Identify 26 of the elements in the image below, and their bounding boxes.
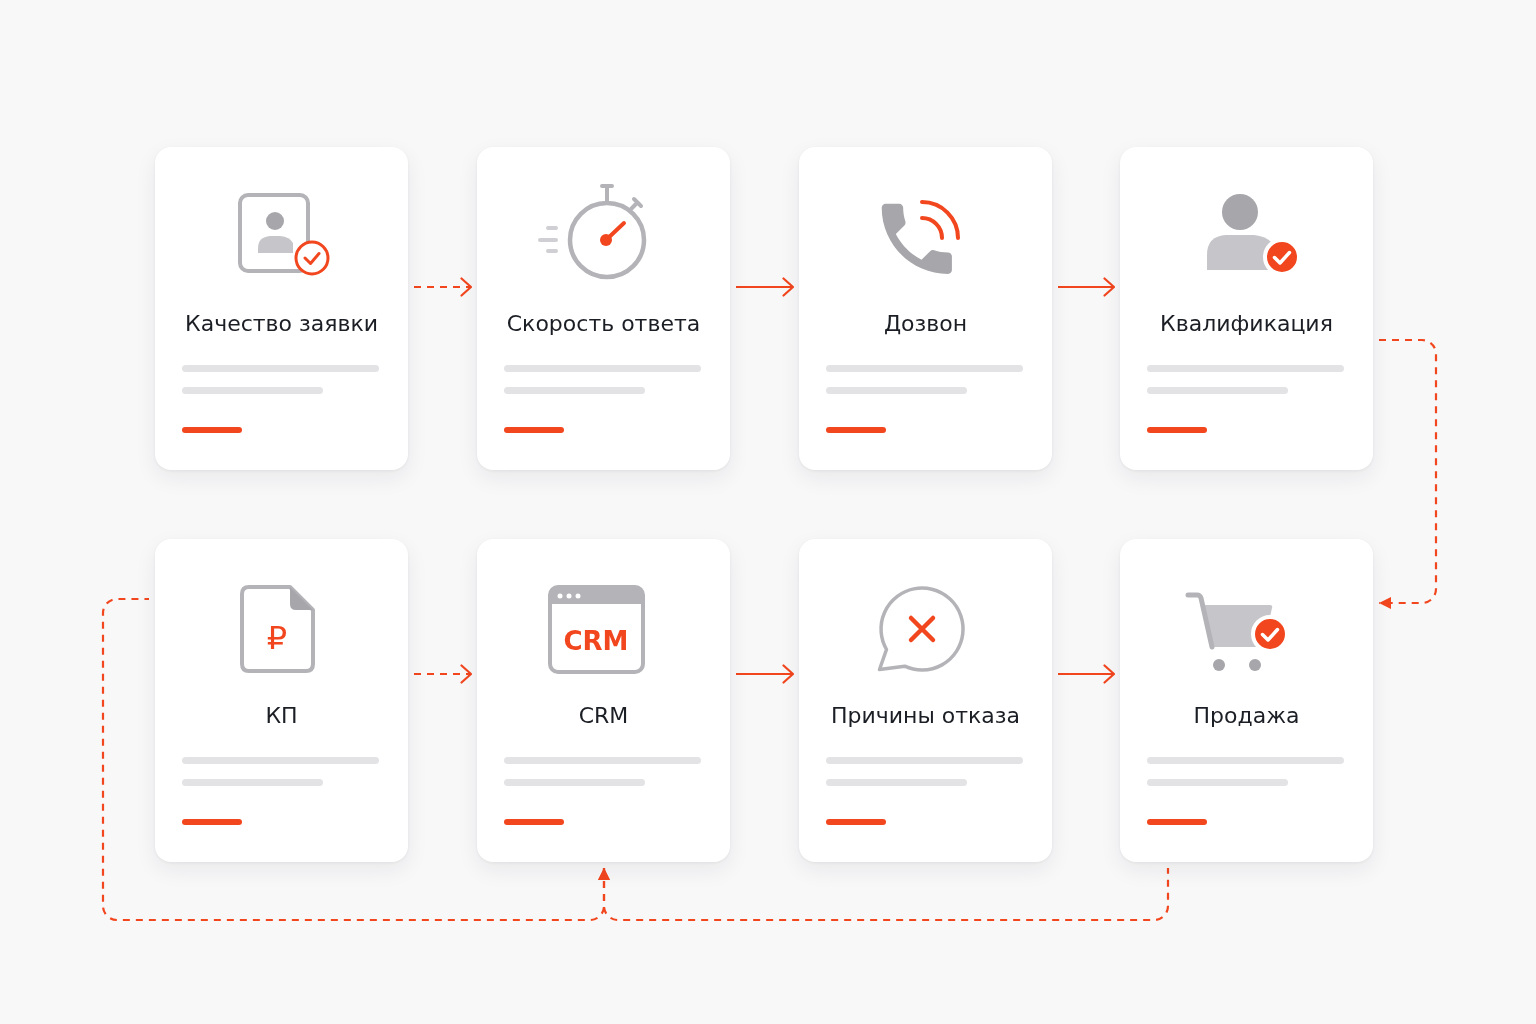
arrow (736, 664, 795, 684)
icon-label: ₽ (266, 622, 288, 654)
card-title: Качество заявки (185, 310, 378, 338)
step-card (799, 539, 1052, 862)
step-card (477, 147, 730, 470)
arrow (1058, 277, 1116, 297)
card-title: Дозвон (883, 310, 968, 338)
card-title: Квалификация (1160, 310, 1333, 338)
step-card (155, 147, 408, 470)
dashed-arrow (598, 868, 1170, 922)
icon-label: CRM (563, 628, 629, 654)
step-card (477, 539, 730, 862)
step-card (799, 147, 1052, 470)
card-title: Продажа (1193, 702, 1300, 730)
arrow (1058, 664, 1116, 684)
card-title: Причины отказа (830, 702, 1021, 730)
step-card (155, 539, 408, 862)
arrow (736, 277, 795, 297)
dashed-arrow (414, 664, 473, 684)
step-card (1120, 147, 1373, 470)
dashed-arrow (1379, 338, 1438, 609)
card-title: КП (265, 702, 298, 730)
card-title: Скорость ответа (506, 310, 701, 338)
step-card (1120, 539, 1373, 862)
card-title: CRM (578, 702, 629, 730)
dashed-arrow (414, 277, 473, 297)
